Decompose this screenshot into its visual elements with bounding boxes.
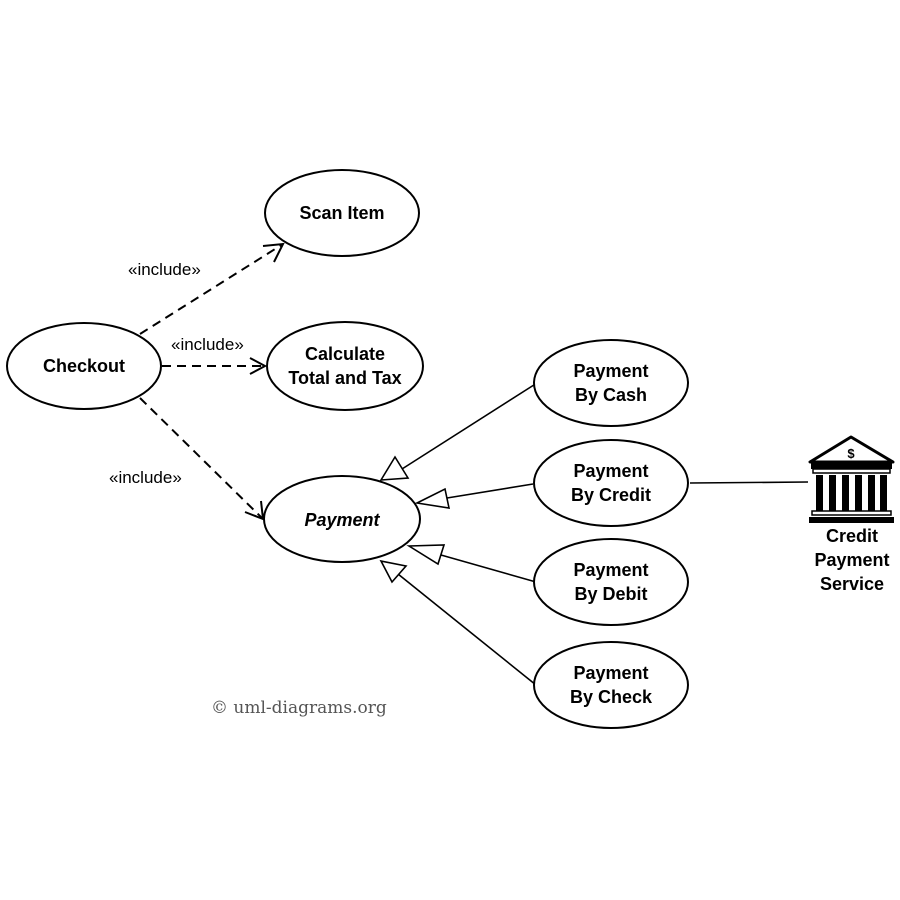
- actor-label-line1: Credit: [826, 526, 878, 546]
- use-case-calculate-label-line2: Total and Tax: [288, 368, 401, 388]
- use-case-payment-by-cash[interactable]: Payment By Cash: [533, 339, 689, 427]
- use-case-calculate-label-line1: Calculate: [305, 344, 385, 364]
- actor-credit-payment-service[interactable]: $ Credit Payment Service: [808, 435, 895, 594]
- use-case-check-label-line2: By Check: [570, 687, 653, 707]
- use-case-checkout[interactable]: Checkout: [6, 322, 162, 410]
- include-relation-calculate: [162, 357, 268, 375]
- actor-label-line3: Service: [820, 574, 884, 594]
- use-case-debit-label-line1: Payment: [573, 560, 648, 580]
- association-credit-service: [689, 481, 809, 484]
- use-case-calculate-total-and-tax[interactable]: Calculate Total and Tax: [266, 321, 424, 411]
- use-case-scan-item-label: Scan Item: [299, 203, 384, 223]
- use-case-payment[interactable]: Payment: [263, 475, 421, 563]
- generalization-cash: [379, 382, 538, 481]
- bank-icon: $: [808, 435, 895, 523]
- include-label-payment: «include»: [109, 468, 182, 487]
- use-case-payment-label: Payment: [304, 510, 380, 530]
- generalization-check: [379, 559, 537, 686]
- use-case-scan-item[interactable]: Scan Item: [264, 169, 420, 257]
- use-case-cash-label-line1: Payment: [573, 361, 648, 381]
- use-case-check-label-line1: Payment: [573, 663, 648, 683]
- include-label-calculate: «include»: [171, 335, 244, 354]
- generalization-credit: [414, 483, 534, 509]
- include-label-scan-item: «include»: [128, 260, 201, 279]
- use-case-checkout-label: Checkout: [43, 356, 125, 376]
- currency-symbol: $: [847, 446, 855, 461]
- watermark: © uml-diagrams.org: [211, 698, 387, 718]
- use-case-payment-by-debit[interactable]: Payment By Debit: [533, 538, 689, 626]
- generalization-debit: [406, 544, 537, 583]
- use-case-payment-by-credit[interactable]: Payment By Credit: [533, 439, 689, 527]
- use-case-payment-by-check[interactable]: Payment By Check: [533, 641, 689, 729]
- include-relation-scan-item: [139, 242, 285, 335]
- use-case-credit-label-line1: Payment: [573, 461, 648, 481]
- include-relation-payment: [139, 397, 265, 521]
- use-case-credit-label-line2: By Credit: [571, 485, 651, 505]
- actor-label-line2: Payment: [814, 550, 889, 570]
- use-case-cash-label-line2: By Cash: [575, 385, 647, 405]
- use-case-debit-label-line2: By Debit: [574, 584, 647, 604]
